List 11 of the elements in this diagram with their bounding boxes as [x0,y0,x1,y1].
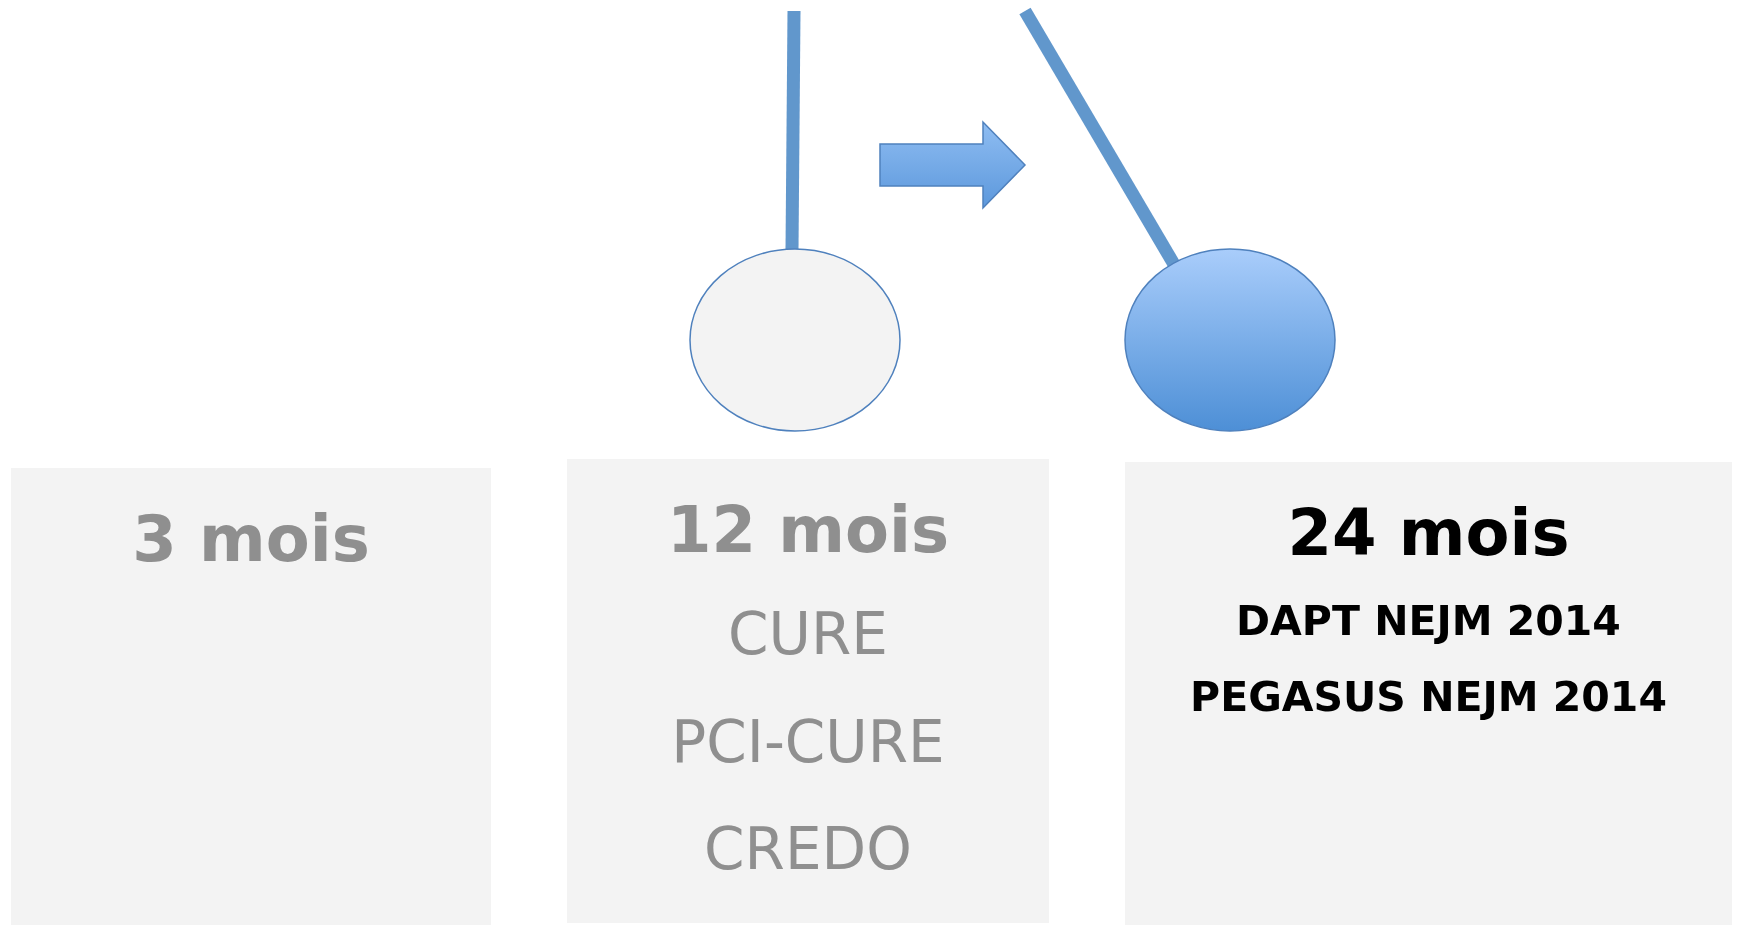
trial-reference: PEGASUS NEJM 2014 [1190,672,1667,724]
trial-name: PCI-CURE [671,706,945,778]
pendulum-bob [688,247,902,433]
block-arrow [879,120,1027,210]
period-label: 12 mois [667,492,949,569]
trial-name: CURE [728,599,888,671]
period-label: 24 mois [1287,495,1570,572]
pendulum-bob [1123,247,1337,433]
period-label: 3 mois [132,501,370,578]
trial-reference: DAPT NEJM 2014 [1236,596,1621,648]
trial-name: CREDO [704,814,912,885]
